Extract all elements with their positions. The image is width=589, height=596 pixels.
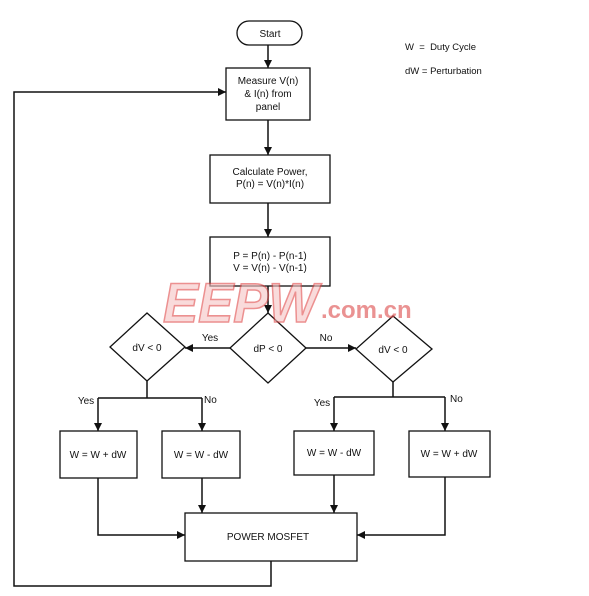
calculate-box xyxy=(209,154,331,204)
decrease-right-box xyxy=(293,430,375,476)
right-no-label: No xyxy=(450,394,463,405)
difference-label-line-1: P = P(n) - P(n-1) xyxy=(233,251,306,262)
left-yes-label: Yes xyxy=(78,396,94,407)
difference-node: P = P(n) - P(n-1) V = V(n) - V(n-1) xyxy=(209,236,331,287)
increase-right-box xyxy=(408,430,491,478)
measure-box xyxy=(225,67,311,121)
calculate-label-line-1: Calculate Power, xyxy=(232,167,307,178)
arrow-feedback-loop-to-measure xyxy=(13,88,272,587)
dp-decision-diamond xyxy=(229,312,307,384)
legend-perturbation: dW = Perturbation xyxy=(405,66,482,77)
arrow-increase-left-to-mosfet xyxy=(97,478,185,539)
dp-yes-label: Yes xyxy=(202,333,218,344)
increase-right-label: W = W + dW xyxy=(421,449,478,460)
left-dv-decision-label: dV < 0 xyxy=(132,343,162,354)
decrease-right-node: W = W - dW xyxy=(293,430,375,476)
dp-no-label: No xyxy=(320,333,333,344)
increase-left-node: W = W + dW xyxy=(59,430,138,479)
power-mosfet-node: POWER MOSFET xyxy=(184,512,358,562)
decrease-right-label: W = W - dW xyxy=(307,448,362,459)
legend: W = Duty Cycle dW = Perturbation xyxy=(405,42,482,77)
decrease-left-label: W = W - dW xyxy=(174,450,229,461)
start-terminal-shape xyxy=(236,20,303,46)
decrease-left-node: W = W - dW xyxy=(161,430,241,479)
decrease-left-box xyxy=(161,430,241,479)
calculate-node: Calculate Power, P(n) = V(n)*I(n) xyxy=(209,154,331,204)
left-no-label: No xyxy=(204,395,217,406)
calculate-label-line-2: P(n) = V(n)*I(n) xyxy=(236,179,304,190)
difference-box xyxy=(209,236,331,287)
right-dv-decision-label: dV < 0 xyxy=(378,345,408,356)
measure-node: Measure V(n) & I(n) from panel xyxy=(225,67,311,121)
start-node: Start xyxy=(236,20,303,46)
right-dv-decision-node: dV < 0 xyxy=(355,315,434,383)
measure-label-line-3: panel xyxy=(256,102,280,113)
measure-label-line-1: Measure V(n) xyxy=(238,76,299,87)
dp-decision-node: dP < 0 xyxy=(229,312,307,384)
dp-decision-label: dP < 0 xyxy=(253,344,282,355)
increase-right-node: W = W + dW xyxy=(408,430,491,478)
measure-label-line-2: & I(n) from xyxy=(244,89,291,100)
arrow-increase-right-to-mosfet xyxy=(357,477,446,539)
difference-label-line-2: V = V(n) - V(n-1) xyxy=(233,263,307,274)
increase-left-label: W = W + dW xyxy=(70,450,127,461)
left-dv-decision-node: dV < 0 xyxy=(109,312,186,382)
start-label: Start xyxy=(259,29,280,40)
power-mosfet-label: POWER MOSFET xyxy=(227,532,309,543)
legend-duty-cycle: W = Duty Cycle xyxy=(405,42,476,53)
right-yes-label: Yes xyxy=(314,398,330,409)
